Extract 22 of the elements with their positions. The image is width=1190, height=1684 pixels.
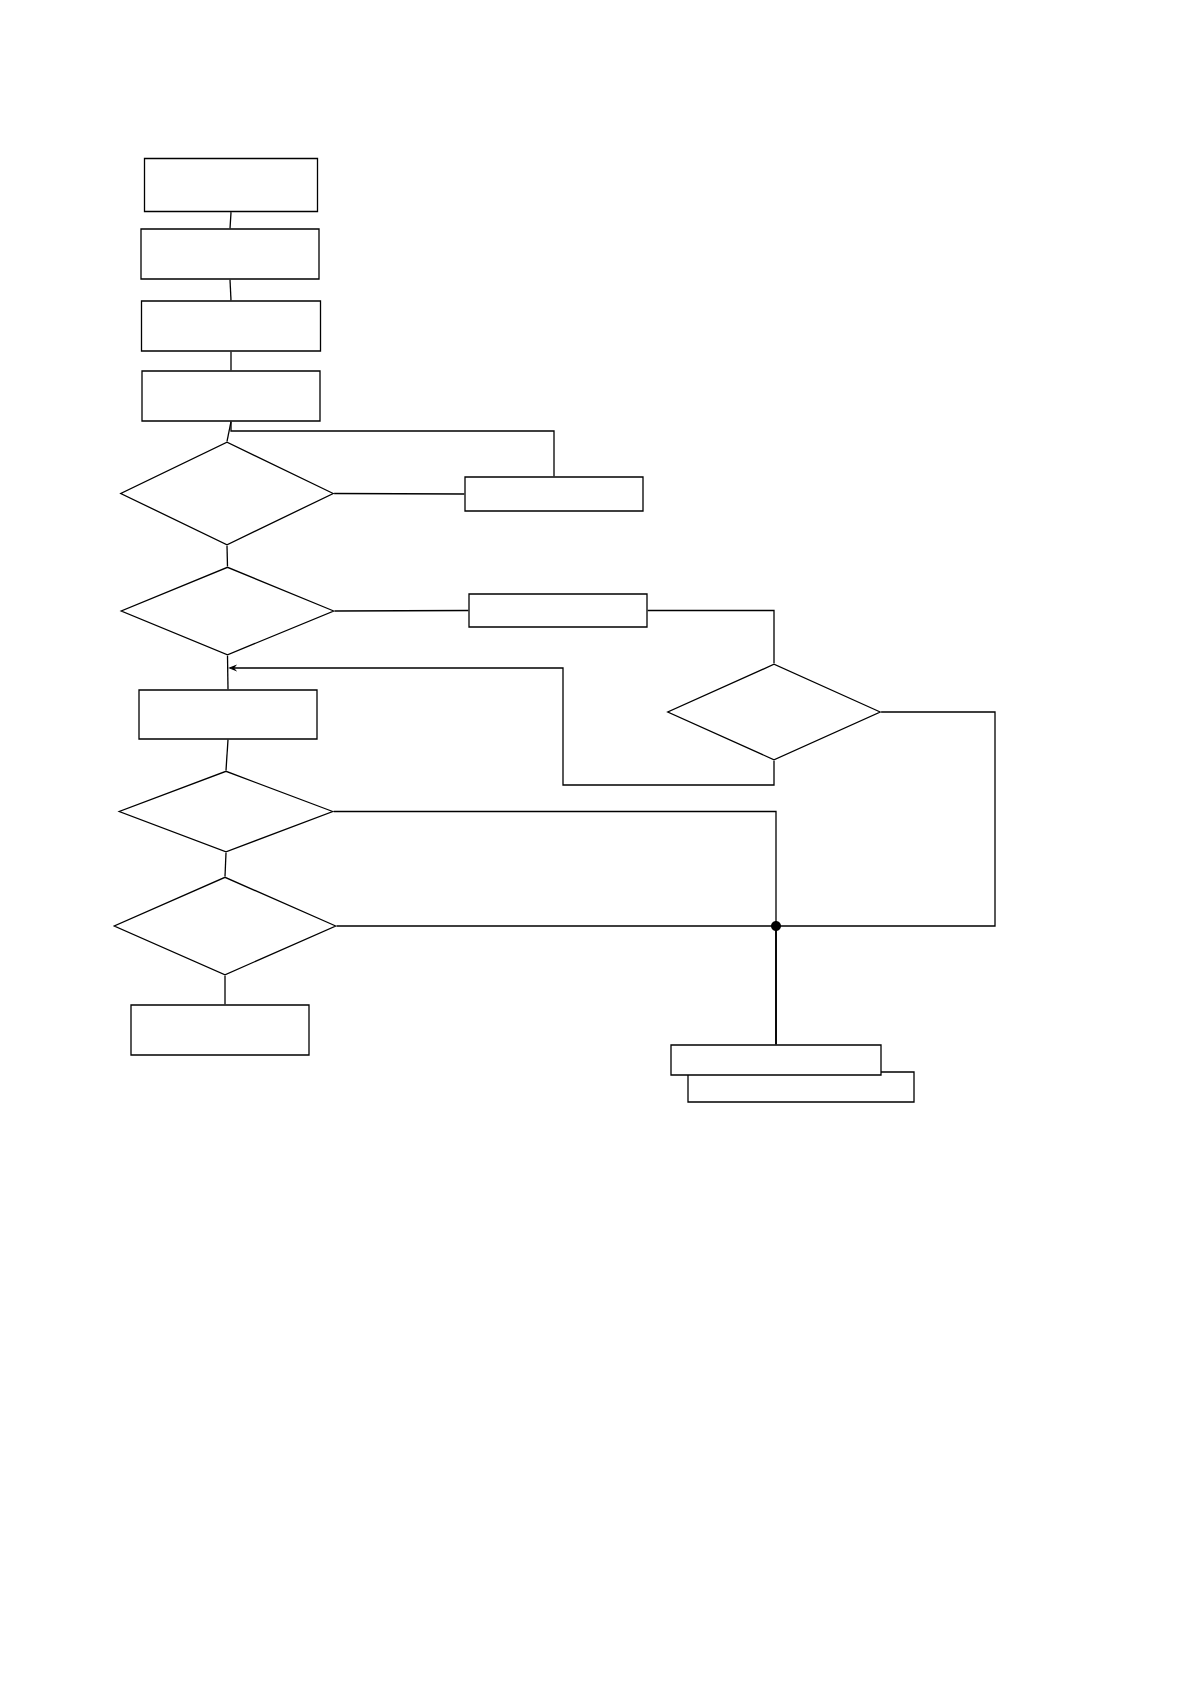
connector-line bbox=[229, 211, 232, 229]
connector-line bbox=[333, 492, 465, 495]
connector-line bbox=[226, 655, 229, 690]
connector-line bbox=[230, 351, 232, 371]
process-box bbox=[143, 157, 319, 213]
process-box bbox=[670, 1044, 882, 1076]
connector-line bbox=[226, 545, 229, 567]
connector-line bbox=[647, 609, 775, 664]
process-box bbox=[130, 1004, 310, 1056]
process-box bbox=[468, 593, 648, 628]
connector-line bbox=[229, 279, 232, 301]
connector-line bbox=[224, 852, 227, 877]
connector-line bbox=[230, 421, 555, 477]
process-box bbox=[141, 370, 321, 422]
process-box bbox=[464, 476, 644, 512]
connector-line bbox=[224, 975, 226, 1005]
connector-line bbox=[334, 609, 469, 612]
process-box bbox=[140, 228, 320, 280]
connector-line bbox=[336, 925, 777, 1045]
process-box bbox=[138, 689, 318, 740]
connector-line bbox=[225, 739, 229, 771]
process-box bbox=[140, 300, 322, 352]
